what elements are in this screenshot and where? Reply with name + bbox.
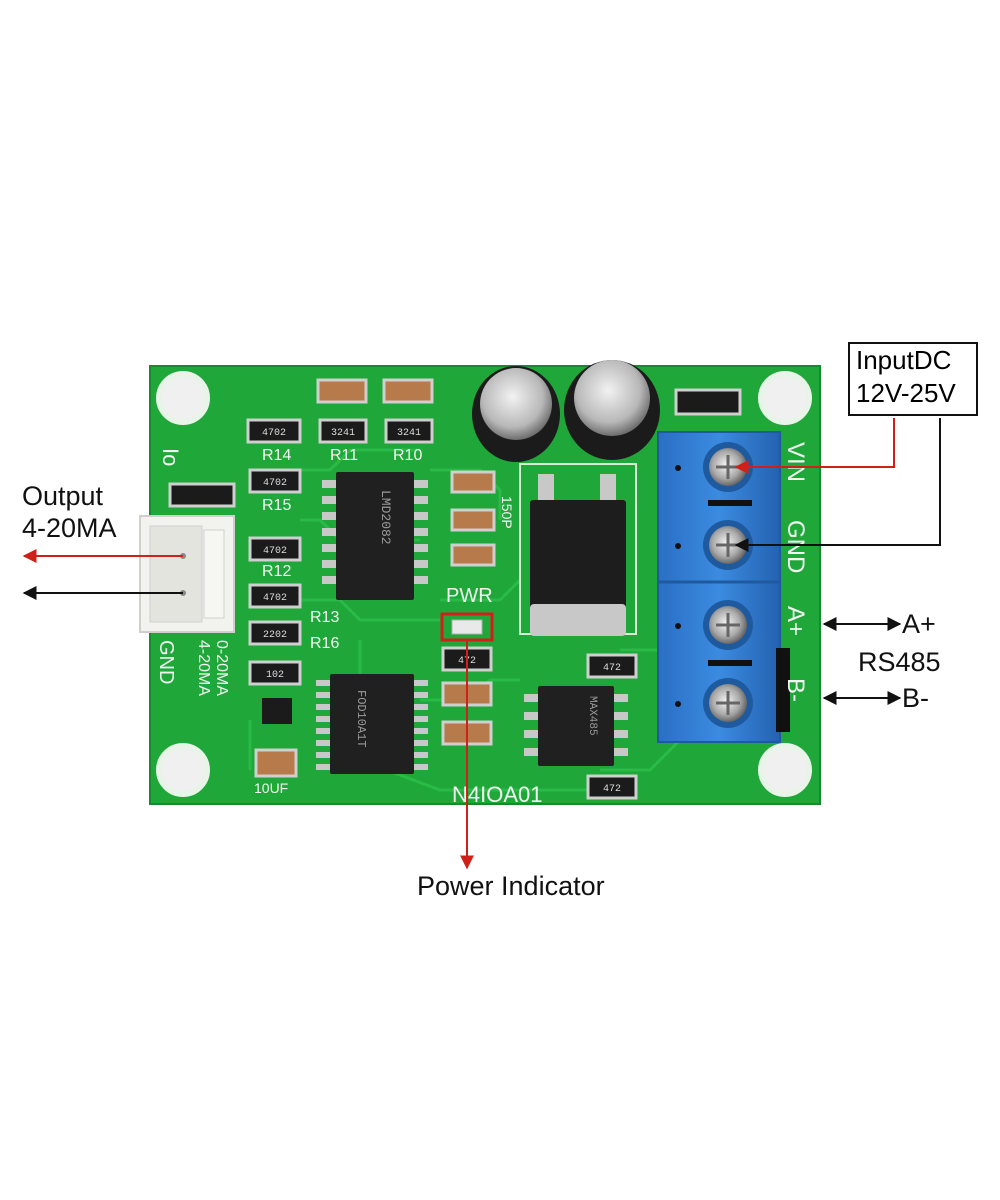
capacitor <box>382 378 434 404</box>
capacitor <box>316 378 368 404</box>
resistor: 4702 <box>248 536 302 562</box>
jst-connector <box>139 515 235 633</box>
resistor: 3241 <box>384 418 434 444</box>
voltage-regulator <box>519 463 637 636</box>
r13-label: R13 <box>310 609 339 626</box>
cap-150p-label: 150P <box>499 496 515 529</box>
diode <box>168 482 236 508</box>
terminal-screw <box>703 520 753 570</box>
cap-10uf-label: 10UF <box>254 780 288 796</box>
terminal-a-label: A+ <box>782 606 809 636</box>
capacitor <box>254 748 298 778</box>
resistor: 472 <box>586 774 638 800</box>
r14-label: R14 <box>262 447 291 464</box>
pwr-label: PWR <box>446 585 493 607</box>
resistor: 4702 <box>248 583 302 609</box>
ic-chip: FOD10A1T <box>316 674 428 774</box>
transistor <box>262 698 292 724</box>
resistor: 472 <box>586 653 638 679</box>
r10-label: R10 <box>393 447 422 464</box>
svg-text:4702: 4702 <box>263 478 287 489</box>
rs485-label: RS485 <box>858 647 941 677</box>
svg-text:MAX485: MAX485 <box>586 696 598 736</box>
capacitor <box>450 470 496 494</box>
terminal-screw <box>703 600 753 650</box>
input-dc-box: InputDC 12V-25V <box>848 342 978 416</box>
electrolytic-capacitor <box>472 360 660 462</box>
svg-text:3241: 3241 <box>331 428 355 439</box>
board-name-label: N4IOA01 <box>452 782 543 807</box>
input-dc-label: InputDC <box>856 345 952 375</box>
svg-text:3241: 3241 <box>397 428 421 439</box>
resistor: 4702 <box>246 418 302 444</box>
io-label: Io <box>158 448 183 466</box>
silkscreen: Io GND 4-20MA 0-20MA R14 R11 R10 R15 R12… <box>155 442 809 807</box>
capacitor <box>450 508 496 532</box>
input-voltage-label: 12V-25V <box>856 378 956 408</box>
terminal-vin-label: VIN <box>782 442 809 482</box>
annotation-arrows <box>22 418 941 870</box>
ic-chip: LMD2082 <box>322 472 428 600</box>
svg-text:4702: 4702 <box>262 428 286 439</box>
b-minus-label: B- <box>902 683 929 713</box>
output-range-label: 4-20MA <box>22 513 117 543</box>
range-label: 0-20MA <box>213 640 230 696</box>
svg-text:2202: 2202 <box>263 630 287 641</box>
svg-text:472: 472 <box>603 784 621 795</box>
r15-label: R15 <box>262 497 291 514</box>
terminal-b-label: B- <box>782 678 809 702</box>
svg-text:FOD10A1T: FOD10A1T <box>354 690 368 748</box>
terminal-gnd-label: GND <box>782 520 809 573</box>
svg-text:LMD2082: LMD2082 <box>378 490 393 545</box>
svg-text:4702: 4702 <box>263 546 287 557</box>
svg-text:472: 472 <box>603 663 621 674</box>
ic-chip: MAX485 <box>524 686 628 766</box>
terminal-block <box>657 431 790 743</box>
r11-label: R11 <box>330 447 358 464</box>
terminal-screw <box>703 442 753 492</box>
svg-text:102: 102 <box>266 670 284 681</box>
mounting-hole <box>156 371 812 797</box>
r12-label: R12 <box>262 563 291 580</box>
capacitor <box>450 543 496 567</box>
svg-text:4702: 4702 <box>263 593 287 604</box>
a-plus-label: A+ <box>902 609 936 639</box>
diode <box>674 388 742 416</box>
resistor: 2202 <box>248 620 302 646</box>
resistor: 4702 <box>248 468 302 494</box>
r16-label: R16 <box>310 635 339 652</box>
power-indicator-label: Power Indicator <box>417 871 605 901</box>
resistor: 3241 <box>318 418 368 444</box>
gnd-left-label: GND <box>155 640 177 684</box>
output-label: Output <box>22 481 104 511</box>
resistor: 102 <box>248 660 302 686</box>
terminal-screw <box>703 678 753 728</box>
power-led <box>440 612 494 642</box>
range-label: 4-20MA <box>195 640 212 696</box>
